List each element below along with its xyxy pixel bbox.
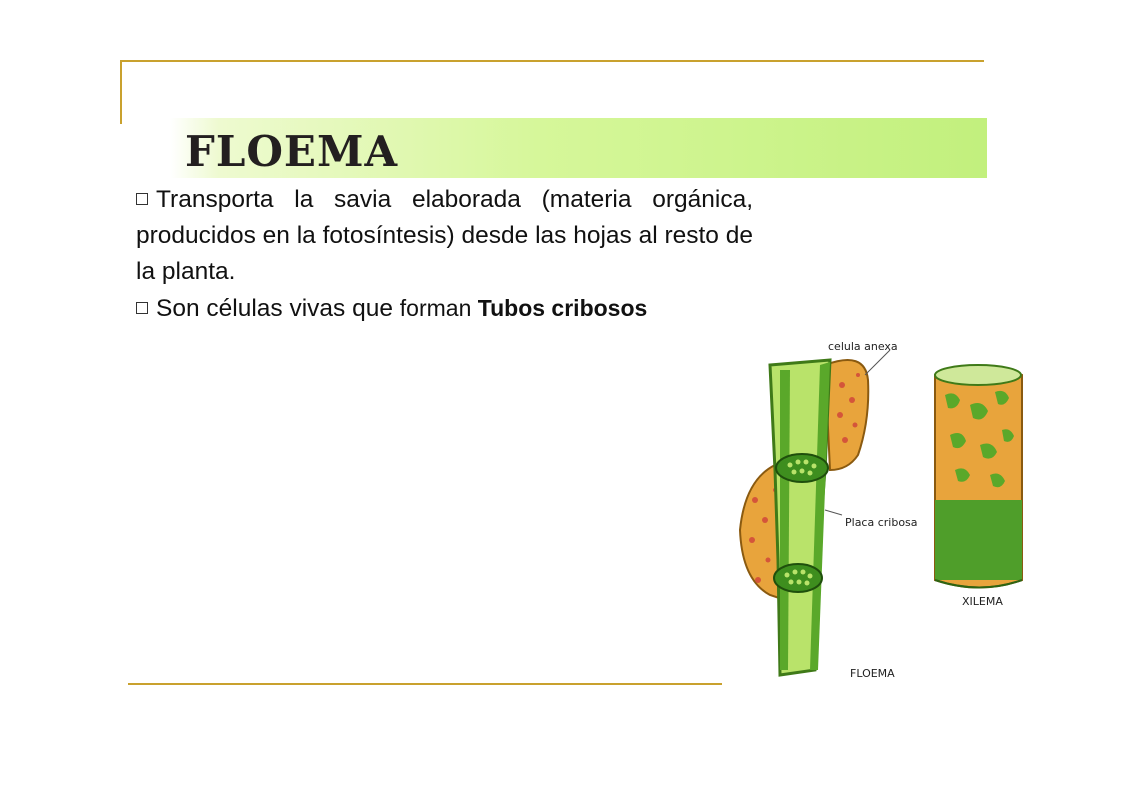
companion-cell-dots-top [837, 373, 860, 443]
bullet-text-2c: Tubos cribosos [471, 295, 648, 321]
left-divider-line [120, 60, 122, 124]
sieve-plate-pores-bottom [784, 569, 813, 586]
xylem-top-opening [934, 364, 1022, 386]
xylem-lignin-pattern [945, 390, 1014, 488]
title-banner [170, 118, 987, 178]
leader-line-placa [824, 509, 843, 516]
bottom-divider-line [128, 683, 722, 685]
vascular-tissue-drawing [738, 349, 1023, 677]
xylem-bottom-rim [934, 579, 1023, 589]
label-floema: FLOEMA [850, 667, 895, 680]
sieve-tube-wall-right [810, 362, 830, 670]
top-divider-line [121, 60, 984, 62]
sieve-plate-top [775, 453, 829, 483]
bullet-text-1: Transporta la savia elaborada (materia o… [136, 186, 753, 285]
slide-content: Transporta la savia elaborada (materia o… [136, 182, 753, 327]
sieve-plate-bottom [773, 563, 823, 593]
bullet-item-2: Son células vivas que forman Tubos cribo… [136, 290, 753, 327]
label-placa-cribosa: Placa cribosa [845, 516, 918, 529]
xylem-wall-green [935, 500, 1022, 580]
leader-line-celula [864, 349, 891, 376]
companion-cell-bottom [738, 463, 786, 602]
checkbox-bullet-icon [136, 301, 148, 314]
label-celula-anexa: celula anexa [828, 340, 898, 353]
xylem-phloem-illustration: celula anexa Placa cribosa XILEMA FLOEMA [730, 330, 1030, 690]
bullet-text-2b: forman [399, 295, 472, 321]
label-xilema: XILEMA [962, 595, 1003, 608]
companion-cell-dots-bottom [749, 488, 777, 583]
bullet-item-1: Transporta la savia elaborada (materia o… [136, 182, 753, 290]
checkbox-bullet-icon [136, 192, 148, 205]
bullet-text-2a: Son células vivas que [156, 295, 400, 322]
sieve-plate-pores-top [787, 459, 817, 476]
sieve-tube-wall-left [780, 370, 790, 670]
companion-cell-top [823, 359, 870, 472]
slide-title: FLOEMA [185, 127, 399, 176]
